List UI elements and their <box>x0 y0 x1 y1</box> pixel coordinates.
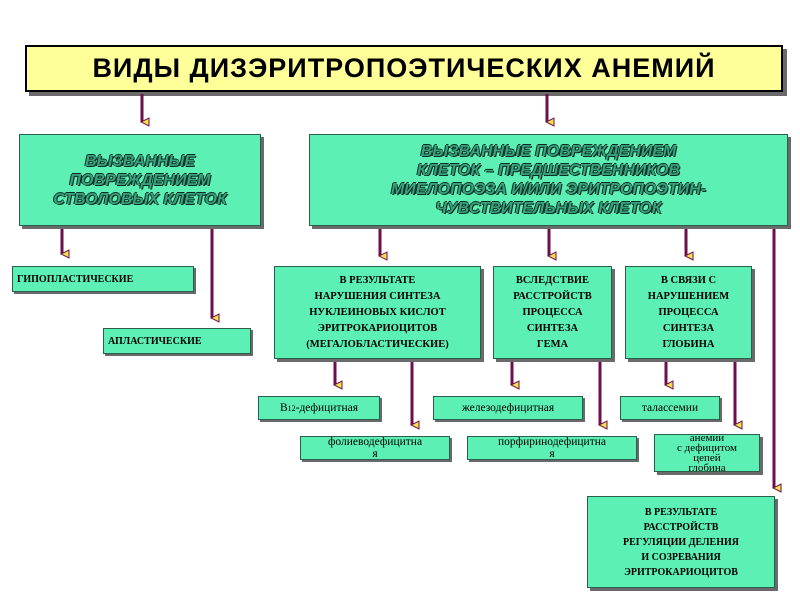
iron-deficient-box: железодефицитная <box>433 396 583 420</box>
heme-box: ВСЛЕДСТВИЕ РАССТРОЙСТВ ПРОЦЕССА СИНТЕЗА … <box>493 266 612 359</box>
folate-deficient-text: фолиеводефицитна я <box>327 436 423 460</box>
b12-prefix: В <box>279 402 288 414</box>
thalassemia-text: талассемии <box>641 402 699 414</box>
hypoplastic-box: ГИПОПЛАСТИЧЕСКИЕ <box>12 266 194 292</box>
globin-deficit-text: анемии с дефицитом цепей глобина <box>677 432 737 474</box>
folate-deficient-box: фолиеводефицитна я <box>300 436 450 460</box>
globin-deficit-box: анемии с дефицитом цепей глобина <box>654 432 760 474</box>
diagram-title: ВИДЫ ДИЗЭРИТРОПОЭТИЧЕСКИХ АНЕМИЙ <box>25 45 783 92</box>
nucleic-acid-text: В РЕЗУЛЬТАТЕ НАРУШЕНИЯ СИНТЕЗА НУКЛЕИНОВ… <box>306 274 449 350</box>
heme-text: ВСЛЕДСТВИЕ РАССТРОЙСТВ ПРОЦЕССА СИНТЕЗА … <box>513 274 592 350</box>
precursor-damage-text: ВЫЗВАННЫЕ ПОВРЕЖДЕНИЕМ КЛЕТОК – ПРЕДШЕСТ… <box>390 143 707 217</box>
b12-subscript: 12 <box>287 403 296 413</box>
porphyrin-deficient-text: порфиринодефицитна я <box>497 436 607 460</box>
porphyrin-deficient-box: порфиринодефицитна я <box>467 436 637 460</box>
stem-cell-damage-box: ВЫЗВАННЫЕ ПОВРЕЖДЕНИЕМ СТВОЛОВЫХ КЛЕТОК <box>19 134 261 226</box>
b12-suffix: -дефицитная <box>295 402 359 414</box>
aplastic-box: АПЛАСТИЧЕСКИЕ <box>103 328 251 354</box>
nucleic-acid-box: В РЕЗУЛЬТАТЕ НАРУШЕНИЯ СИНТЕЗА НУКЛЕИНОВ… <box>274 266 481 359</box>
division-maturation-box: В РЕЗУЛЬТАТЕ РАССТРОЙСТВ РЕГУЛЯЦИИ ДЕЛЕН… <box>587 496 775 588</box>
precursor-damage-box: ВЫЗВАННЫЕ ПОВРЕЖДЕНИЕМ КЛЕТОК – ПРЕДШЕСТ… <box>309 134 788 226</box>
iron-deficient-text: железодефицитная <box>461 402 555 414</box>
globin-box: В СВЯЗИ С НАРУШЕНИЕМ ПРОЦЕССА СИНТЕЗА ГЛ… <box>625 266 752 359</box>
aplastic-text: АПЛАСТИЧЕСКИЕ <box>108 335 202 347</box>
hypoplastic-text: ГИПОПЛАСТИЧЕСКИЕ <box>17 273 134 285</box>
stem-cell-damage-text: ВЫЗВАННЫЕ ПОВРЕЖДЕНИЕМ СТВОЛОВЫХ КЛЕТОК <box>53 152 227 208</box>
globin-text: В СВЯЗИ С НАРУШЕНИЕМ ПРОЦЕССА СИНТЕЗА ГЛ… <box>647 274 730 350</box>
division-maturation-text: В РЕЗУЛЬТАТЕ РАССТРОЙСТВ РЕГУЛЯЦИИ ДЕЛЕН… <box>623 506 739 578</box>
thalassemia-box: талассемии <box>620 396 720 420</box>
